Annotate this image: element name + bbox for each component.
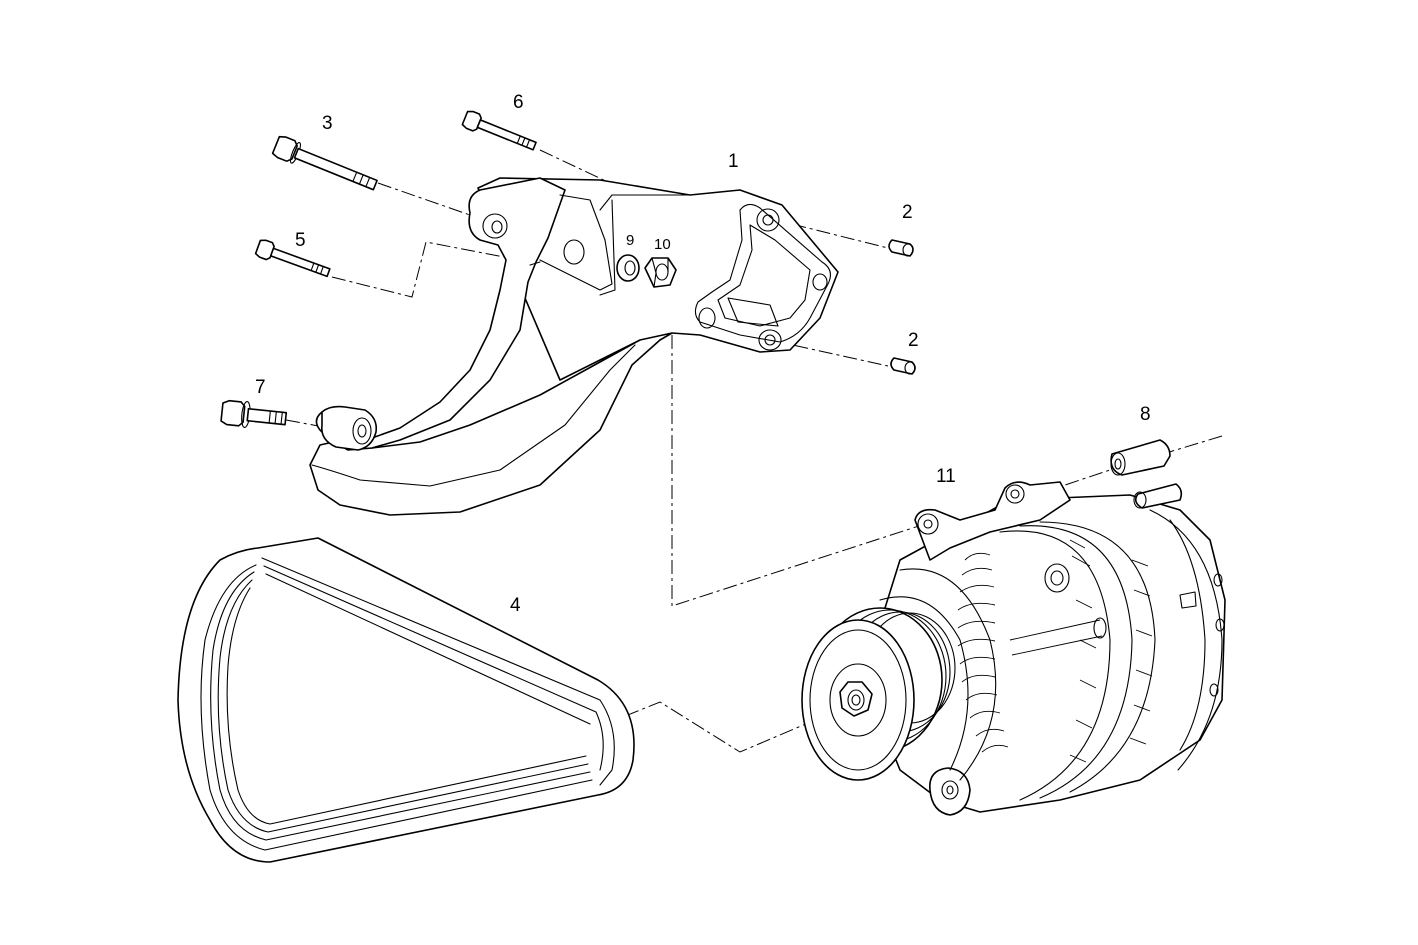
- belt: [177, 537, 635, 863]
- cooling-fins: [957, 539, 1153, 763]
- leader-nut-to-alternator: [671, 285, 926, 607]
- callout-nut: 10: [654, 236, 671, 253]
- callout-bolt-short: 7: [255, 377, 266, 398]
- callout-bolt-mid: 5: [295, 230, 306, 251]
- callout-alternator: 11: [936, 466, 956, 487]
- callout-washer: 9: [626, 232, 634, 249]
- callout-bushing-upper: 2: [902, 202, 913, 223]
- alternator: [801, 481, 1226, 816]
- washer: [616, 254, 640, 282]
- pulley: [801, 607, 956, 781]
- sleeve: [1110, 439, 1171, 476]
- nut: [644, 257, 677, 288]
- callout-bolt-top: 6: [513, 92, 524, 113]
- leader-bolt-top: [539, 149, 611, 184]
- bolt-long: [271, 135, 378, 191]
- callout-belt: 4: [510, 595, 521, 616]
- bolt-top: [461, 110, 537, 151]
- callout-bracket: 1: [728, 151, 739, 172]
- bracket: [309, 177, 839, 516]
- bushing-upper: [888, 239, 914, 257]
- callout-bushing-lower: 2: [908, 330, 919, 351]
- bolt-short: [220, 399, 288, 428]
- bushing-lower: [890, 357, 916, 375]
- callouts: 1 2 2 3 4 5 6 7 8 9 10 11: [255, 92, 1151, 616]
- callout-sleeve: 8: [1140, 404, 1151, 425]
- bolt-mid: [254, 239, 331, 278]
- callout-bolt-long: 3: [322, 113, 333, 134]
- leader-bolt-mid: [331, 241, 531, 298]
